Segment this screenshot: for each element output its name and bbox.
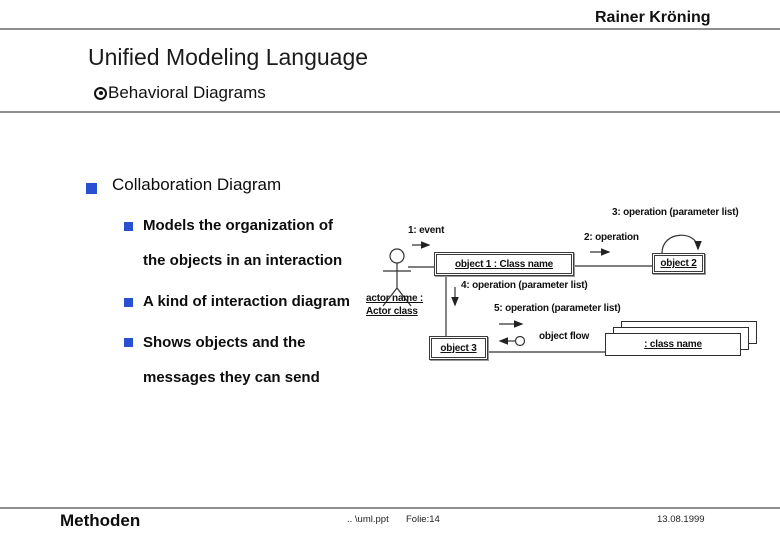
header-rule bbox=[0, 28, 780, 30]
message2-label: 2: operation bbox=[584, 232, 639, 243]
actor-icon bbox=[382, 248, 412, 307]
message5-label: 5: operation (parameter list) bbox=[494, 303, 621, 314]
actor-name: actor name : bbox=[366, 293, 424, 304]
bullet-point-line: the objects in an interaction bbox=[143, 252, 343, 269]
object2-box: object 2 bbox=[652, 253, 705, 274]
sub-bullet-square-icon bbox=[124, 338, 133, 347]
object1-label: object 1 : Class name bbox=[436, 254, 572, 274]
sub-bullet-square-icon bbox=[124, 298, 133, 307]
message4-label: 4: operation (parameter list) bbox=[461, 280, 588, 291]
message1-label: 1: event bbox=[408, 225, 445, 236]
bullet-point-line: Models the organization of bbox=[143, 217, 333, 234]
subtitle-label: Behavioral Diagrams bbox=[108, 83, 266, 102]
object2-label: object 2 bbox=[654, 255, 703, 272]
bullet-point-line: messages they can send bbox=[143, 369, 320, 386]
page-title: Unified Modeling Language bbox=[88, 44, 369, 70]
slide-subtitle: Behavioral Diagrams bbox=[94, 83, 266, 103]
sub-bullet-square-icon bbox=[124, 222, 133, 231]
circle-dot-icon bbox=[94, 86, 107, 100]
title-rule bbox=[0, 111, 780, 113]
object3-box: object 3 bbox=[429, 336, 488, 360]
bullet-heading: Collaboration Diagram bbox=[112, 175, 282, 194]
footer-page-number: Folie:14 bbox=[406, 514, 440, 525]
bullet-point-line: Shows objects and the bbox=[143, 334, 306, 351]
object-flow-circle-icon bbox=[514, 335, 526, 347]
message3-label: 3: operation (parameter list) bbox=[612, 207, 739, 218]
diagram-lines bbox=[382, 234, 702, 353]
footer-filename: .. \uml.ppt bbox=[347, 514, 389, 525]
actor-label: actor name : Actor class bbox=[366, 292, 423, 318]
message3-self-loop-icon bbox=[661, 234, 702, 254]
bullet-square-icon bbox=[86, 183, 97, 194]
footer-date: 13.08.1999 bbox=[657, 514, 705, 525]
bullet-point-line: A kind of interaction diagram bbox=[143, 293, 350, 310]
collaboration-diagram: 1: event 2: operation 3: operation (para… bbox=[360, 195, 780, 375]
multiobject-box-front: : class name bbox=[605, 333, 741, 356]
author-name: Rainer Kröning bbox=[595, 9, 711, 26]
footer-section: Methoden bbox=[60, 511, 141, 530]
object1-box: object 1 : Class name bbox=[434, 252, 574, 276]
actor-class: Actor class bbox=[366, 306, 418, 317]
object-flow-label: object flow bbox=[539, 331, 590, 342]
object3-label: object 3 bbox=[431, 338, 486, 358]
footer-rule bbox=[0, 507, 780, 509]
